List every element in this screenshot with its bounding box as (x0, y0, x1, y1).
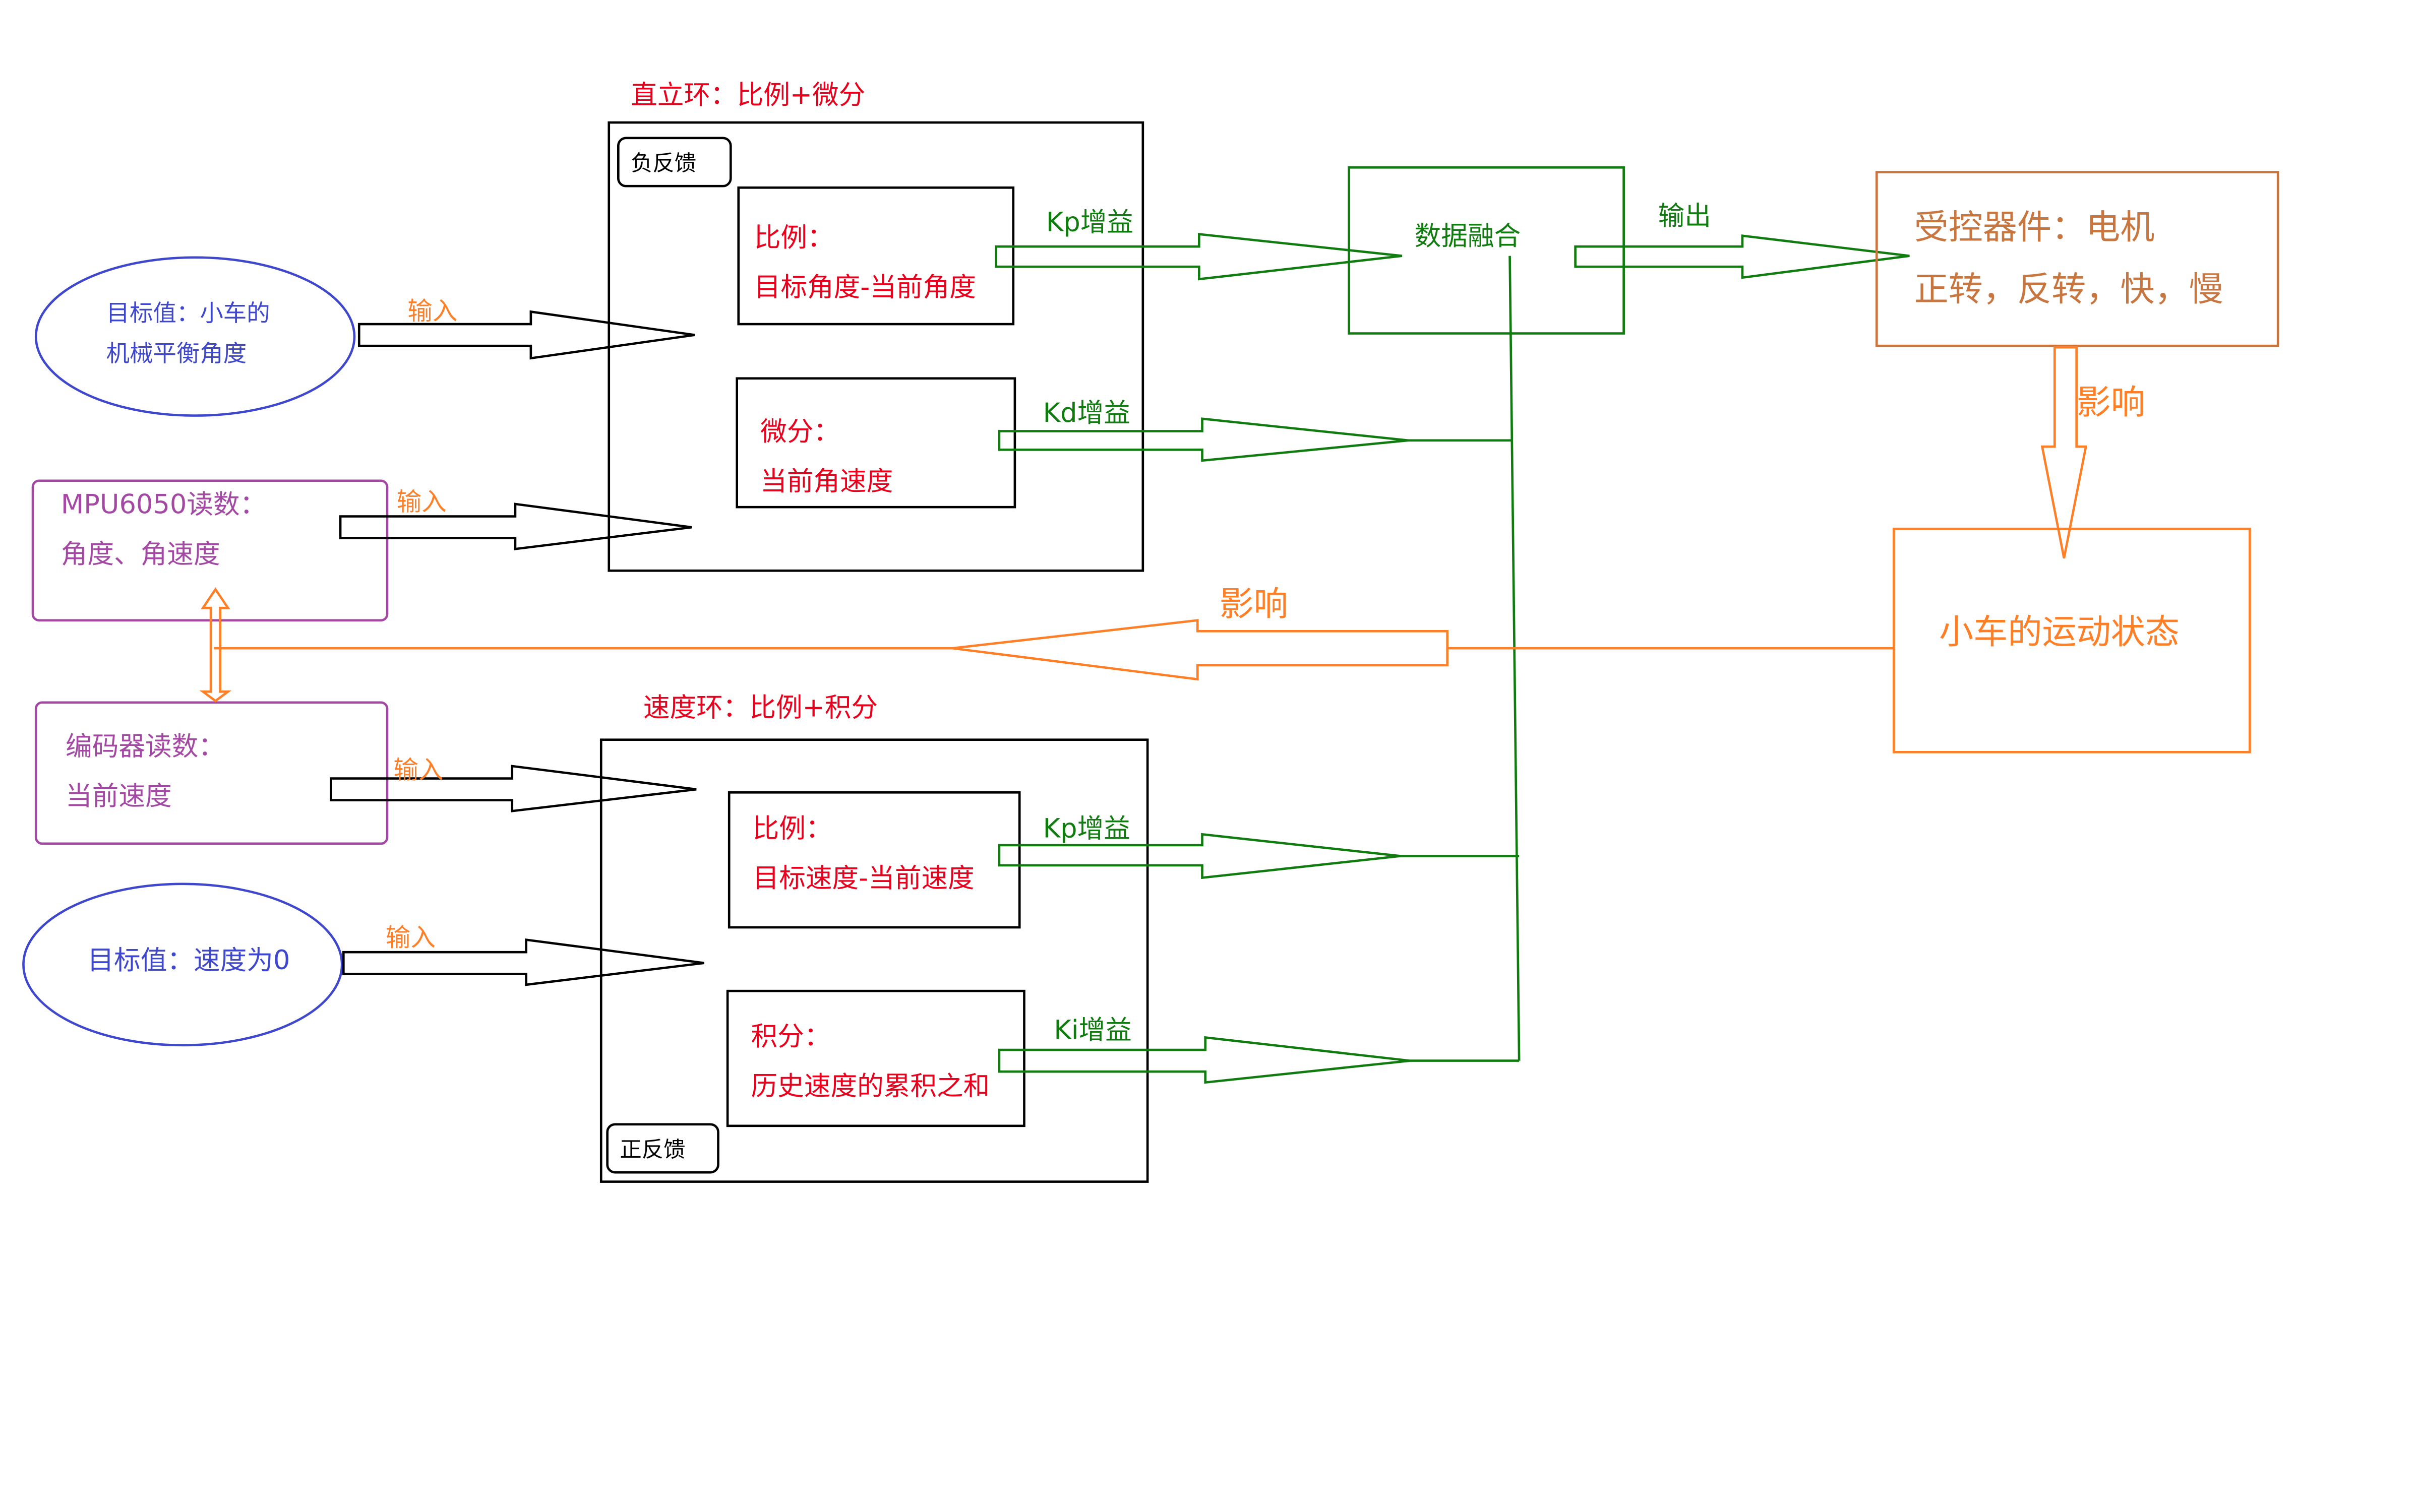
actuator-influence-arrow (2040, 346, 2088, 559)
sensor-link-arrow (199, 587, 232, 703)
fusion-output-label: 输出 (1658, 201, 1711, 231)
upright-proportional-box (737, 186, 1015, 326)
upright-derivative-formula: 当前角速度 (760, 466, 893, 496)
upright-proportional-formula: 目标角度-当前角度 (754, 272, 976, 303)
speed-integral-box (726, 989, 1025, 1127)
target-angle-input-arrow (357, 310, 695, 360)
target-angle-line1: 目标值：小车的 (106, 299, 270, 327)
target-speed-ellipse (22, 883, 343, 1047)
car-state-box (1893, 527, 2251, 753)
negative-feedback-label: 负反馈 (631, 151, 696, 176)
fusion-output-arrow (1574, 234, 1910, 279)
encoder-box (34, 701, 389, 845)
feedback-influence-label: 影响 (1220, 585, 1288, 624)
speed-proportional-box (728, 791, 1021, 929)
speed-ki-arrow (998, 1036, 1410, 1084)
encoder-line2: 当前速度 (66, 781, 172, 811)
fusion-bus-vertical (1508, 256, 1521, 1061)
encoder-input-label: 输入 (393, 755, 443, 785)
actuator-box (1876, 171, 2279, 347)
target-speed-label: 目标值：速度为0 (87, 945, 290, 976)
upright-derivative-box (736, 377, 1016, 509)
actuator-line1: 受控器件：电机 (1914, 208, 2155, 247)
speed-integral-title: 积分： (751, 1021, 831, 1052)
actuator-line2: 正转，反转，快，慢 (1914, 270, 2223, 309)
speed-kp-label: Kp增益 (1043, 813, 1130, 844)
data-fusion-label: 数据融合 (1415, 221, 1521, 251)
upright-kd-arrow (998, 417, 1409, 462)
positive-feedback-label: 正反馈 (620, 1138, 685, 1163)
mpu6050-input-label: 输入 (397, 487, 447, 516)
speed-proportional-formula: 目标速度-当前速度 (753, 863, 975, 894)
car-state-label: 小车的运动状态 (1939, 612, 2180, 652)
mpu6050-line2: 角度、角速度 (61, 539, 220, 570)
upright-loop-title: 直立环：比例+微分 (631, 80, 865, 110)
negative-feedback-tag (617, 137, 732, 187)
positive-feedback-tag (606, 1123, 719, 1174)
speed-integral-formula: 历史速度的累积之和 (751, 1070, 990, 1101)
speed-loop-box (599, 738, 1149, 1183)
feedback-influence-arrow (952, 619, 1449, 681)
actuator-influence-label: 影响 (2077, 383, 2145, 423)
encoder-line1: 编码器读数： (66, 731, 225, 762)
target-angle-input-label: 输入 (407, 296, 457, 326)
upright-kd-label: Kd增益 (1043, 398, 1130, 428)
mpu6050-input-arrow (339, 502, 692, 550)
speed-kp-arrow (998, 833, 1401, 879)
data-fusion-box (1348, 166, 1625, 335)
upright-kp-arrow (995, 233, 1403, 281)
target-angle-line2: 机械平衡角度 (106, 340, 247, 367)
mpu6050-line1: MPU6050读数： (61, 489, 267, 520)
speed-proportional-title: 比例： (753, 813, 832, 844)
speed-loop-title: 速度环：比例+积分 (643, 692, 878, 723)
target-speed-input-label: 输入 (386, 923, 436, 952)
upright-proportional-title: 比例： (754, 222, 834, 253)
speed-ki-label: Ki增益 (1054, 1015, 1131, 1046)
target-angle-ellipse (34, 256, 356, 417)
encoder-input-arrow (330, 765, 697, 812)
upright-loop-box (608, 121, 1144, 572)
upright-kp-label: Kp增益 (1046, 207, 1133, 238)
upright-derivative-title: 微分： (760, 416, 840, 447)
target-speed-input-arrow (342, 938, 704, 986)
